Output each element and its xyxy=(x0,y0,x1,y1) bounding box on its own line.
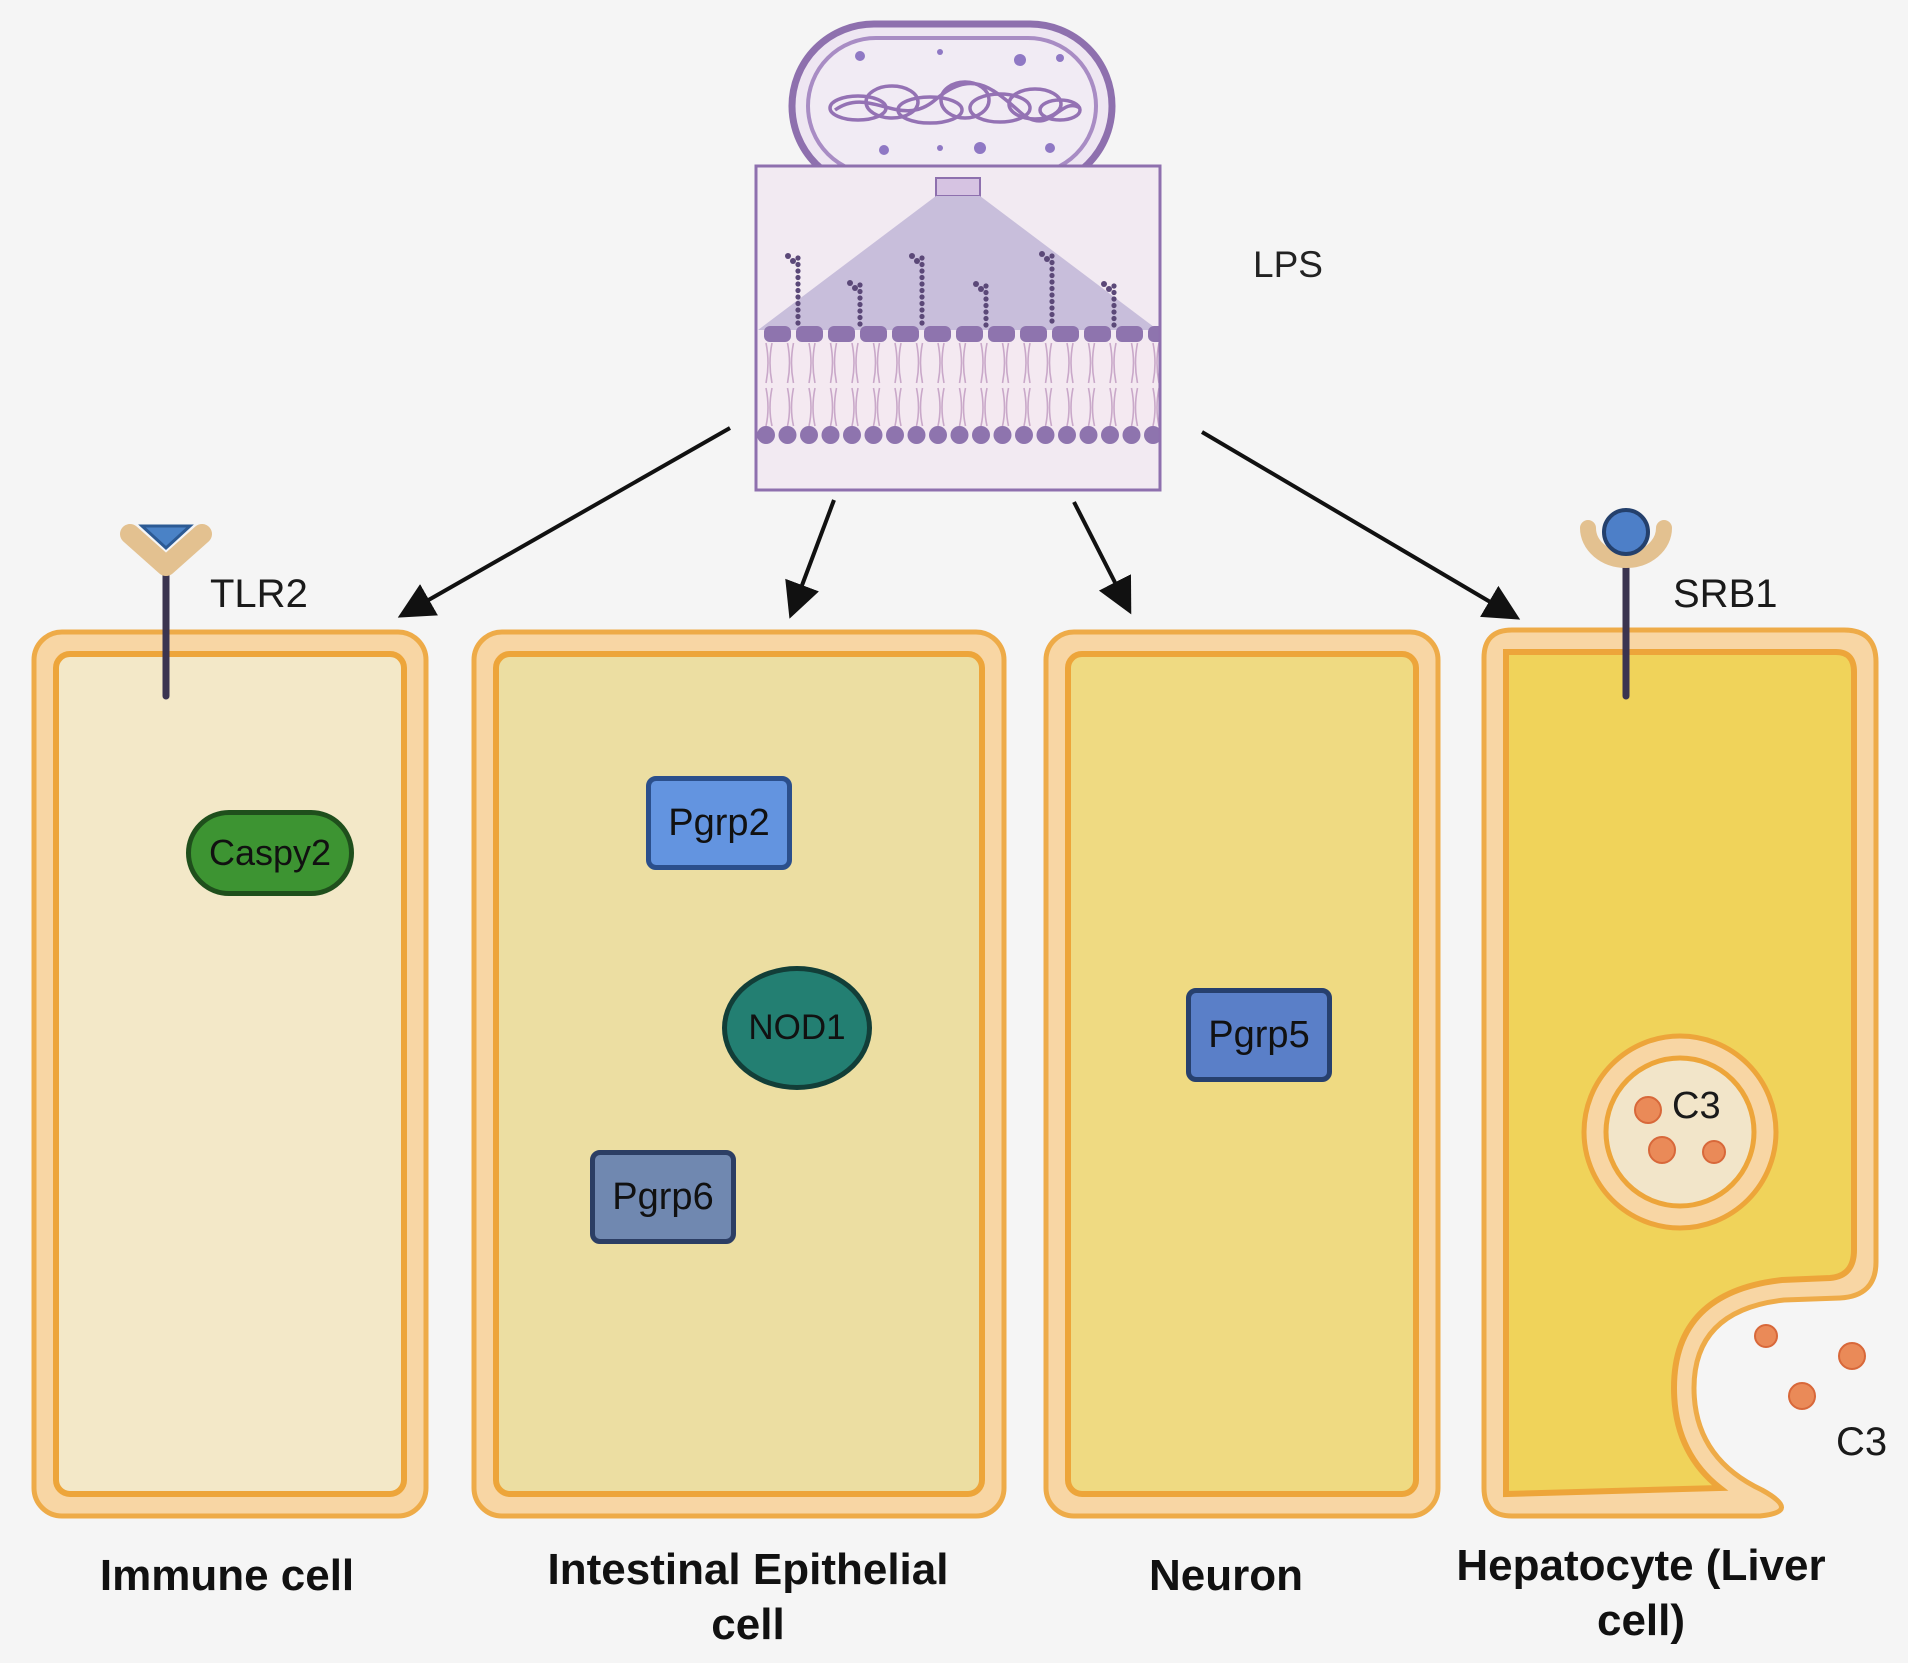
vesicle-c3-label: C3 xyxy=(1672,1085,1721,1127)
bacterium-icon xyxy=(788,20,1116,192)
secreted-c3-label: C3 xyxy=(1836,1420,1888,1464)
immune-cell xyxy=(31,629,429,1519)
caspy2-protein: Caspy2 xyxy=(186,810,354,896)
lps-membrane-icon xyxy=(754,164,1162,492)
srb1-receptor-icon xyxy=(1580,508,1672,700)
intestinal-epithelial-cell-title: Intestinal Epithelial cell xyxy=(547,1545,949,1649)
dna-coil-icon xyxy=(828,80,1082,125)
pgrp6-protein: Pgrp6 xyxy=(590,1150,736,1244)
intestinal-epithelial-cell xyxy=(471,629,1007,1519)
hepatocyte-cell-title: Hepatocyte (Liver cell) xyxy=(1456,1541,1826,1645)
tlr2-label: TLR2 xyxy=(210,572,308,616)
neuron-cell-title: Neuron xyxy=(1149,1551,1303,1600)
pgrp2-protein: Pgrp2 xyxy=(646,776,792,870)
secreted-c3-particles xyxy=(1754,1324,1866,1410)
nod1-protein: NOD1 xyxy=(722,966,872,1090)
lps-label: LPS xyxy=(1253,244,1323,285)
tlr2-receptor-icon xyxy=(120,524,212,700)
srb1-label: SRB1 xyxy=(1673,572,1778,616)
c3-vesicle xyxy=(1581,1033,1779,1231)
immune-cell-title: Immune cell xyxy=(99,1551,355,1600)
pgrp5-protein: Pgrp5 xyxy=(1186,988,1332,1082)
arrow-icon xyxy=(397,426,1521,620)
